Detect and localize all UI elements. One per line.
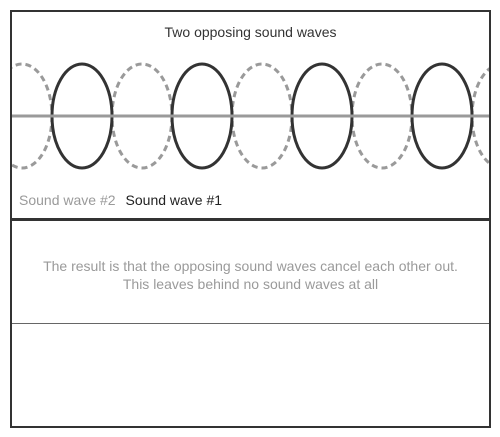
- legend: Sound wave #2 Sound wave #1: [19, 192, 222, 208]
- bottom-divider: [12, 323, 489, 324]
- diagram-title: Two opposing sound waves: [164, 24, 337, 40]
- section-divider: [12, 218, 489, 221]
- legend-sound-wave-1: Sound wave #1: [125, 192, 223, 208]
- result-description: The result is that the opposing sound wa…: [12, 257, 489, 293]
- result-line-1: The result is that the opposing sound wa…: [43, 258, 458, 274]
- legend-sound-wave-2: Sound wave #2: [19, 192, 116, 208]
- waves-illustration: [12, 62, 489, 170]
- result-line-2: This leaves behind no sound waves at all: [122, 276, 379, 292]
